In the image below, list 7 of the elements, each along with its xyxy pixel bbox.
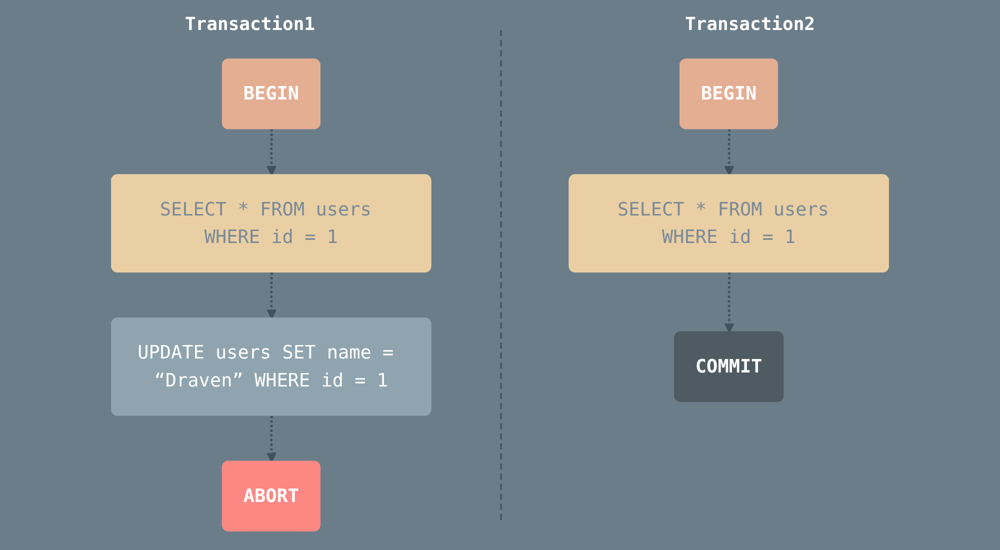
arrow xyxy=(266,129,277,176)
arrow xyxy=(724,129,734,176)
column-heading: Transaction2 xyxy=(684,14,816,35)
arrow xyxy=(266,272,277,320)
column-heading: Transaction1 xyxy=(184,14,316,35)
arrow xyxy=(724,272,734,334)
arrow xyxy=(266,416,277,462)
